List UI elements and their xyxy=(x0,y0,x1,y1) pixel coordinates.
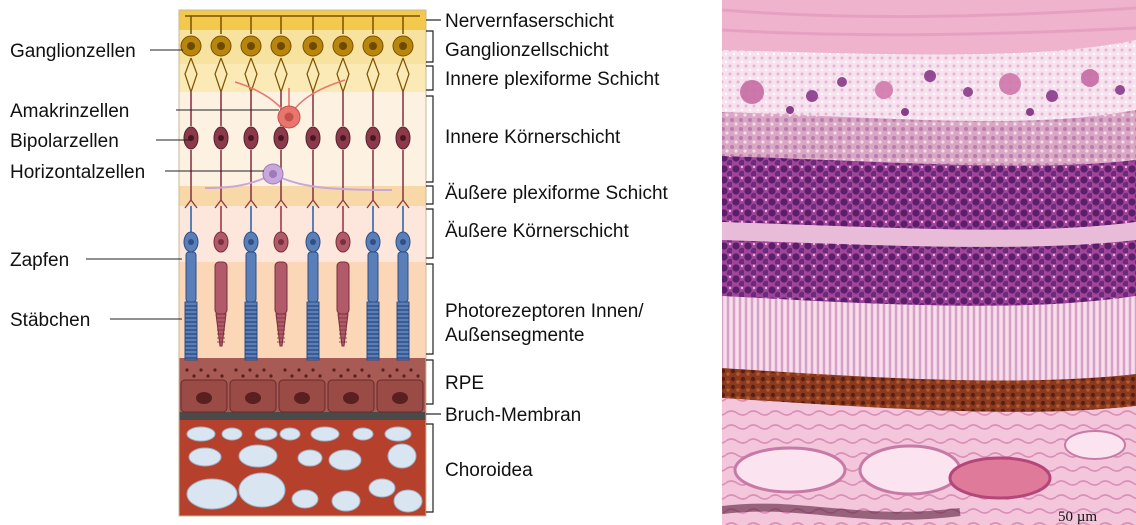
horizontal-cells-label: Horizontalzellen xyxy=(10,162,145,183)
photoreceptor-segments-label-line2: Außensegmente xyxy=(445,325,584,346)
cone-label: Zapfen xyxy=(10,250,69,271)
outer-nuclear-layer-band xyxy=(179,206,426,262)
rpe-label: RPE xyxy=(445,373,484,394)
rod-label: Stäbchen xyxy=(10,310,90,331)
outer-nuclear-layer-label: Äußere Körnerschicht xyxy=(445,221,629,242)
amacrine-cells-label: Amakrinzellen xyxy=(10,101,129,122)
photoreceptor-segments-label-line1: Photorezeptoren Innen/ xyxy=(445,301,644,322)
retina-schematic xyxy=(179,10,426,516)
ganglion-cells-label: Ganglionzellen xyxy=(10,41,136,62)
histology-micrograph xyxy=(722,0,1136,525)
inner-nuclear-layer-label: Innere Körnerschicht xyxy=(445,127,621,148)
bipolar-cells-label: Bipolarzellen xyxy=(10,131,119,152)
bruch-membrane-band xyxy=(179,412,426,420)
nerve-fiber-layer-label: Nervernfaserschicht xyxy=(445,11,615,32)
ganglion-cell-layer-label: Ganglionzellschicht xyxy=(445,40,609,61)
inner-plexiform-layer-label: Innere plexiforme Schicht xyxy=(445,69,660,90)
scale-bar-label: 50 µm xyxy=(1058,509,1097,525)
nerve-fiber-layer-band xyxy=(179,10,426,30)
outer-plexiform-layer-label: Äußere plexiforme Schicht xyxy=(445,183,669,204)
layer-brackets xyxy=(426,20,441,512)
bruch-membrane-label: Bruch-Membran xyxy=(445,405,581,426)
choroid-label: Choroidea xyxy=(445,460,533,481)
